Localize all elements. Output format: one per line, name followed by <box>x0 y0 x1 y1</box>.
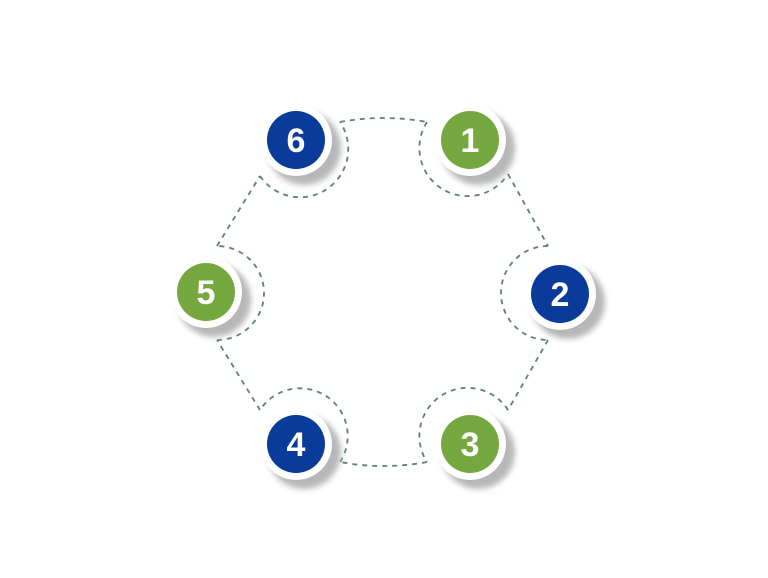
node-4-label: 4 <box>287 426 306 464</box>
arc-node-6 <box>259 121 350 199</box>
node-5-disc <box>177 263 235 321</box>
connector-arcs <box>216 121 549 463</box>
node-3-label: 3 <box>461 426 480 464</box>
node-6: 6 <box>260 104 341 185</box>
line-3-4 <box>339 461 428 467</box>
node-6-disc <box>267 111 325 169</box>
line-1-2 <box>507 173 549 247</box>
line-6-1 <box>339 117 428 123</box>
arc-node-2 <box>500 245 549 341</box>
arc-node-5 <box>216 245 265 341</box>
arc-node-3 <box>418 387 509 463</box>
node-2-disc <box>531 265 589 323</box>
line-2-3 <box>507 339 549 411</box>
node-4: 4 <box>260 408 341 489</box>
arc-node-4 <box>259 387 349 463</box>
node-1: 1 <box>434 104 515 185</box>
node-4-disc <box>267 415 325 473</box>
node-3-disc <box>441 415 499 473</box>
node-6-label: 6 <box>287 122 306 160</box>
node-3: 3 <box>434 408 515 489</box>
connector-lines <box>216 117 549 467</box>
node-2-label: 2 <box>551 276 570 314</box>
line-5-6 <box>216 175 261 247</box>
node-1-disc <box>441 111 499 169</box>
line-4-5 <box>216 339 261 411</box>
node-5: 5 <box>170 256 251 337</box>
node-5-label: 5 <box>197 274 216 312</box>
arc-node-1 <box>418 121 509 197</box>
node-2: 2 <box>524 258 605 339</box>
node-1-label: 1 <box>461 122 480 160</box>
